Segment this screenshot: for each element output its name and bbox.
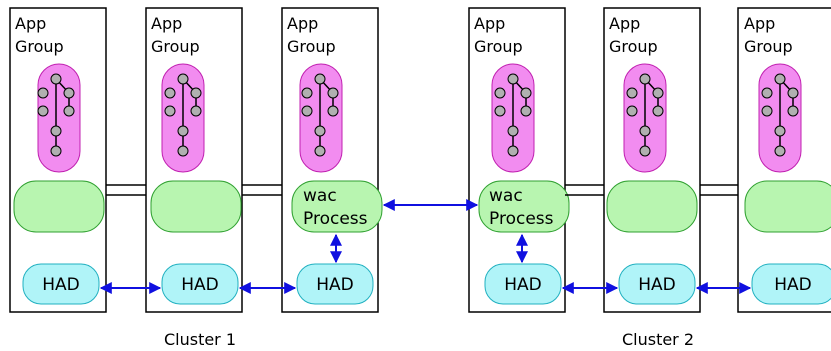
resource-tree xyxy=(623,63,667,173)
resource-tree-nodes xyxy=(301,73,339,157)
wac-process-capsule xyxy=(291,180,383,233)
had-label: HAD xyxy=(774,275,812,295)
tree-node xyxy=(507,145,519,157)
tree-node xyxy=(520,87,532,99)
tree-node xyxy=(507,73,519,85)
tree-node xyxy=(626,105,638,117)
had-label: HAD xyxy=(42,275,80,295)
cluster-1-label: Cluster 1 xyxy=(164,330,236,349)
tree-node xyxy=(639,125,651,137)
had-capsule xyxy=(22,263,100,305)
app-group-1: App Group HAD xyxy=(9,7,107,313)
tree-node xyxy=(301,87,313,99)
tree-node xyxy=(63,87,75,99)
tree-node xyxy=(164,87,176,99)
tree-node xyxy=(63,105,75,117)
wac-process-label-line2: Process xyxy=(303,209,368,229)
tree-node xyxy=(652,105,664,117)
resource-tree xyxy=(37,63,81,173)
app-group-title-line2: Group xyxy=(474,37,523,56)
wac-process-label-line2: Process xyxy=(489,209,554,229)
had-capsule xyxy=(484,263,562,305)
wac-process-label-line1: wac xyxy=(303,186,337,206)
tree-node xyxy=(639,145,651,157)
process-capsule xyxy=(606,180,698,233)
tree-node xyxy=(761,87,773,99)
group-connectors xyxy=(106,184,738,196)
process-capsule xyxy=(150,180,242,233)
app-group-title-line2: Group xyxy=(744,37,793,56)
tree-node xyxy=(314,145,326,157)
had-capsule xyxy=(618,263,696,305)
had-capsule xyxy=(161,263,239,305)
tree-node xyxy=(190,105,202,117)
app-group-title-line2: Group xyxy=(15,37,64,56)
app-group-title-line1: App xyxy=(151,14,182,33)
tree-node xyxy=(494,105,506,117)
wac-process-label-line1: wac xyxy=(489,186,523,206)
wac-process-capsule xyxy=(478,180,570,233)
app-group-title-line1: App xyxy=(609,14,640,33)
tree-node xyxy=(301,105,313,117)
app-group-2: App Group HAD xyxy=(145,7,243,313)
had-label: HAD xyxy=(181,275,219,295)
tree-node xyxy=(507,125,519,137)
app-group-title-line1: App xyxy=(287,14,318,33)
app-group-title-line1: App xyxy=(15,14,46,33)
tree-node xyxy=(327,87,339,99)
app-group-3: App Group wac Process HAD xyxy=(281,7,383,313)
tree-node xyxy=(327,105,339,117)
tree-node xyxy=(314,125,326,137)
had-label: HAD xyxy=(638,275,676,295)
resource-tree-nodes xyxy=(761,73,799,157)
resource-tree xyxy=(491,63,535,173)
had-capsule xyxy=(296,263,374,305)
app-group-title-line1: App xyxy=(474,14,505,33)
tree-node xyxy=(639,73,651,85)
app-group-title-line2: Group xyxy=(151,37,200,56)
tree-node xyxy=(761,105,773,117)
process-capsule xyxy=(744,180,831,233)
tree-node xyxy=(774,125,786,137)
process-capsule xyxy=(13,180,105,233)
had-label: HAD xyxy=(316,275,354,295)
tree-node xyxy=(494,87,506,99)
app-group-5: App Group HAD xyxy=(603,7,701,313)
resource-tree xyxy=(299,63,343,173)
tree-node xyxy=(314,73,326,85)
app-group-6: App Group HAD xyxy=(737,7,831,313)
tree-node xyxy=(177,145,189,157)
had-capsule xyxy=(751,263,831,305)
tree-node xyxy=(774,73,786,85)
tree-node xyxy=(774,145,786,157)
app-group-title-line1: App xyxy=(744,14,775,33)
tree-node xyxy=(787,87,799,99)
resource-tree-nodes xyxy=(164,73,202,157)
tree-node xyxy=(37,87,49,99)
tree-node xyxy=(652,87,664,99)
tree-node xyxy=(50,145,62,157)
had-label: HAD xyxy=(504,275,542,295)
tree-node xyxy=(520,105,532,117)
resource-tree xyxy=(161,63,205,173)
tree-node xyxy=(626,87,638,99)
resource-tree-nodes xyxy=(494,73,532,157)
tree-node xyxy=(50,73,62,85)
tree-node xyxy=(177,73,189,85)
app-group-4: App Group wac Process HAD xyxy=(468,7,570,313)
tree-node xyxy=(50,125,62,137)
tree-node xyxy=(177,125,189,137)
app-group-title-line2: Group xyxy=(287,37,336,56)
resource-tree xyxy=(758,63,802,173)
resource-tree-nodes xyxy=(626,73,664,157)
resource-tree-nodes xyxy=(37,73,75,157)
app-group-title-line2: Group xyxy=(609,37,658,56)
communication-arrows xyxy=(99,199,752,294)
tree-node xyxy=(190,87,202,99)
tree-node xyxy=(164,105,176,117)
tree-node xyxy=(787,105,799,117)
cluster-2-label: Cluster 2 xyxy=(622,330,694,349)
tree-node xyxy=(37,105,49,117)
